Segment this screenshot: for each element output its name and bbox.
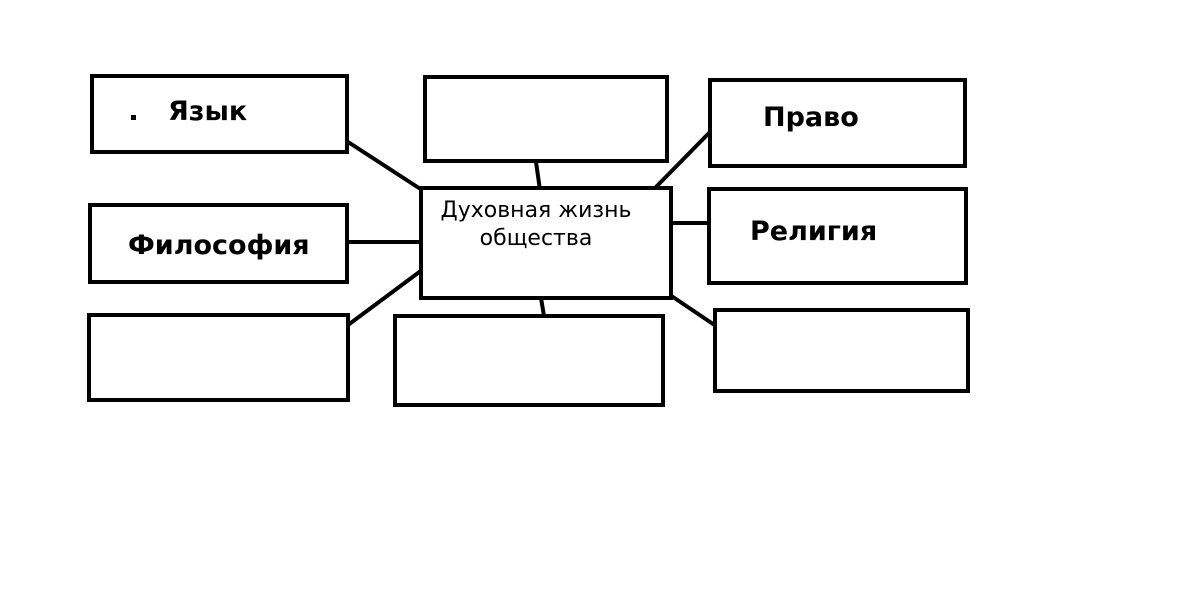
center-title: Духовная жизнь общества <box>416 197 656 253</box>
box-top-right <box>708 78 967 168</box>
box-mid-left <box>88 203 349 284</box>
label-law: Право <box>763 102 859 133</box>
connector-top <box>534 161 542 191</box>
box-bottom-right <box>713 308 970 393</box>
label-religion: Религия <box>750 216 878 247</box>
center-title-line1: Духовная жизнь <box>440 198 632 223</box>
connector-top-left <box>343 138 424 192</box>
box-top-left <box>90 74 349 154</box>
box-center <box>419 186 673 300</box>
bullet-icon <box>131 115 136 120</box>
connector-bottom-right <box>668 293 718 328</box>
box-top-center <box>423 75 669 163</box>
center-title-line2: общества <box>479 226 593 251</box>
box-bottom-center <box>393 314 665 407</box>
label-language: Язык <box>168 96 248 127</box>
label-philosophy: Философия <box>128 230 310 261</box>
connector-bottom <box>539 297 546 317</box>
connector-top-right <box>653 130 712 190</box>
box-bottom-left <box>87 313 350 402</box>
box-mid-right <box>707 187 968 285</box>
connector-bottom-left <box>346 268 424 327</box>
